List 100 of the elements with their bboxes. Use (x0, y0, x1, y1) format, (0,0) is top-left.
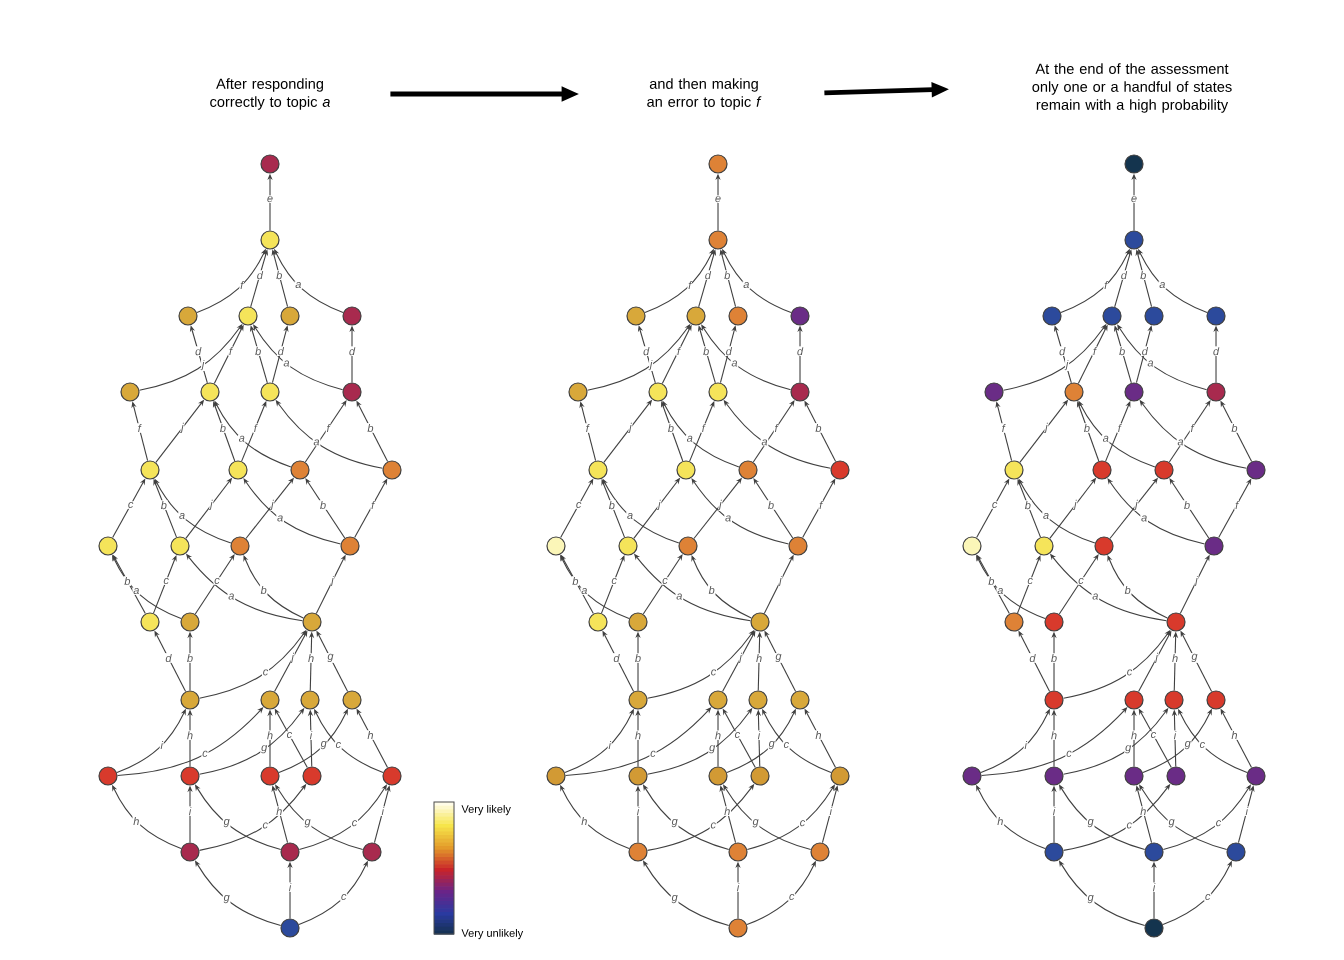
state-circle (1124, 690, 1144, 710)
state-circle (290, 460, 310, 480)
arrow (691, 478, 790, 545)
state-circle (1246, 766, 1266, 786)
state-circle (260, 690, 280, 710)
state-circle (626, 306, 646, 326)
state-circle (1004, 612, 1024, 632)
state-circle (728, 918, 748, 938)
state-circle (1044, 690, 1064, 710)
arrow (1117, 324, 1208, 391)
state-circle (810, 842, 830, 862)
state-circle (302, 612, 322, 632)
state-circle (1044, 612, 1064, 632)
state-circle (342, 306, 362, 326)
arrow (253, 324, 344, 391)
state-circle (362, 842, 382, 862)
state-circle (1044, 766, 1064, 786)
state-circle (962, 536, 982, 556)
state-circle (1206, 306, 1226, 326)
state-circle (588, 460, 608, 480)
state-circle (170, 536, 190, 556)
state-circle (1124, 230, 1144, 250)
state-circle (1042, 306, 1062, 326)
state-circle (260, 230, 280, 250)
arrow (1076, 401, 1100, 462)
state-circle (1204, 536, 1224, 556)
arrow (752, 400, 795, 463)
state-circle (1164, 690, 1184, 710)
state-circle (300, 690, 320, 710)
state-circle (98, 766, 118, 786)
state-circle (830, 766, 850, 786)
state-circle (750, 612, 770, 632)
state-circle (1124, 154, 1144, 174)
state-circle (382, 766, 402, 786)
arrow (1139, 784, 1228, 851)
state-circle (1144, 842, 1164, 862)
state-circle (1246, 460, 1266, 480)
state-circle (1154, 460, 1174, 480)
arrow (305, 478, 346, 539)
arrow (701, 324, 792, 391)
state-circle (962, 766, 982, 786)
state-circle (1206, 690, 1226, 710)
state-circle (178, 306, 198, 326)
state-circle (1226, 842, 1246, 862)
state-circle (140, 612, 160, 632)
state-circle (790, 382, 810, 402)
state-circle (648, 382, 668, 402)
state-circle (790, 306, 810, 326)
state-circle (230, 536, 250, 556)
arrow (298, 784, 387, 851)
state-circle (788, 536, 808, 556)
state-circle (676, 460, 696, 480)
state-circle (302, 766, 322, 786)
arrow (753, 478, 794, 539)
state-circle (280, 306, 300, 326)
state-circle (1004, 460, 1024, 480)
state-circle (140, 460, 160, 480)
arrow (1107, 478, 1206, 545)
arrow (1169, 478, 1210, 539)
state-circle (708, 766, 728, 786)
state-circle (180, 842, 200, 862)
state-circle (200, 382, 220, 402)
state-circle (984, 382, 1004, 402)
state-circle (228, 460, 248, 480)
arrow (642, 554, 683, 615)
state-circle (1064, 382, 1084, 402)
state-circle (1144, 306, 1164, 326)
state-circle (628, 612, 648, 632)
state-circle (382, 460, 402, 480)
state-circle (1124, 382, 1144, 402)
state-circle (1144, 918, 1164, 938)
state-circle (1044, 842, 1064, 862)
arrow (723, 784, 812, 851)
state-circle (1124, 766, 1144, 786)
state-circle (98, 536, 118, 556)
arrow (565, 707, 712, 777)
state-circle (628, 766, 648, 786)
state-circle (568, 382, 588, 402)
state-circle (120, 382, 140, 402)
state-circle (180, 690, 200, 710)
state-circle (546, 536, 566, 556)
state-circle (1166, 766, 1186, 786)
arrow (194, 554, 235, 615)
arrow (212, 401, 236, 462)
state-circle (728, 842, 748, 862)
state-circle (628, 690, 648, 710)
state-circle (708, 382, 728, 402)
state-circle (748, 690, 768, 710)
state-circle (280, 842, 300, 862)
state-circle (588, 612, 608, 632)
state-circle (238, 306, 258, 326)
arrow (746, 784, 835, 851)
arrow (1162, 784, 1251, 851)
state-circle (1102, 306, 1122, 326)
state-circle (678, 536, 698, 556)
state-circle (180, 766, 200, 786)
arrow (243, 478, 342, 545)
state-circle (728, 306, 748, 326)
state-circle (790, 690, 810, 710)
state-circle (686, 306, 706, 326)
